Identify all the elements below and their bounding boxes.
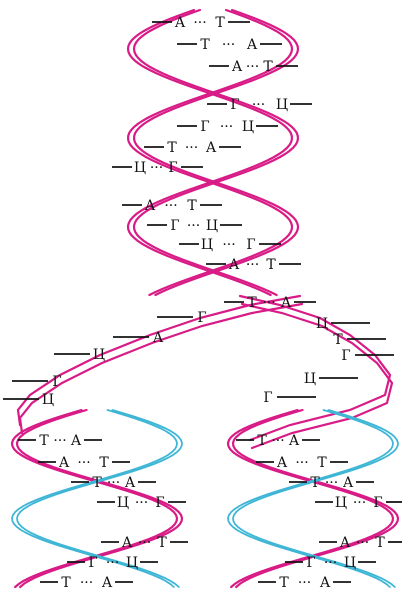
daughter-right-base: А <box>340 535 351 551</box>
base-right: А <box>281 295 292 311</box>
daughter-right-base: А <box>343 475 354 491</box>
daughter-right-base: Т <box>317 455 327 471</box>
base-right: Т <box>263 59 273 75</box>
fork-left-base: Ц <box>93 347 105 363</box>
hydrogen-bond: ··· <box>246 257 259 273</box>
base-left: Т <box>200 37 210 53</box>
base-left: Ц <box>134 160 146 176</box>
daughter-right-base: А <box>289 433 300 449</box>
fork-left-base: Г <box>52 374 61 390</box>
hydrogen-bond: ··· <box>222 237 235 253</box>
hydrogen-bond: ··· <box>107 475 120 491</box>
fork-right-base: Ц <box>316 316 328 332</box>
fork-right-base: Г <box>341 348 350 364</box>
hydrogen-bond: ··· <box>80 575 93 591</box>
fork-left-strand-inner <box>20 304 302 433</box>
base-right: А <box>247 37 258 53</box>
hydrogen-bond: ··· <box>185 140 198 156</box>
hydrogen-bond: ··· <box>53 433 66 449</box>
daughter-right-base: Ц <box>335 495 347 511</box>
base-labels: А···ТТ···АА···ТГ···ЦГ···ЦТ···АЦ···ГА···Т… <box>39 15 385 591</box>
fork-right-base: Г <box>263 390 272 406</box>
hydrogen-bond: ··· <box>220 119 233 135</box>
daughter-left-base: А <box>102 575 113 591</box>
base-right: Ц <box>276 97 288 113</box>
daughter-right-base: Т <box>279 575 289 591</box>
base-right: Ц <box>242 119 254 135</box>
base-right: Г <box>168 160 177 176</box>
hydrogen-bond: ··· <box>164 198 177 214</box>
base-left: А <box>145 198 156 214</box>
hydrogen-bond: ··· <box>187 218 200 234</box>
daughter-left-base: А <box>71 433 82 449</box>
daughter-right-base: Т <box>310 475 320 491</box>
hydrogen-bond: ··· <box>106 555 119 571</box>
daughter-left-base: Г <box>88 555 97 571</box>
base-left: А <box>229 257 240 273</box>
base-left: Г <box>200 119 209 135</box>
base-left: Т <box>247 295 257 311</box>
hydrogen-bond: ··· <box>271 433 284 449</box>
daughter-left-base: Т <box>157 535 167 551</box>
fork-left-strand-outer <box>18 296 300 425</box>
hydrogen-bond: ··· <box>356 535 369 551</box>
daughter-right-base: А <box>277 455 288 471</box>
base-right: Т <box>187 198 197 214</box>
hydrogen-bond: ··· <box>298 575 311 591</box>
fork-right-base: Т <box>333 332 343 348</box>
hydrogen-bond: ··· <box>246 59 259 75</box>
fork-right-base: Ц <box>304 371 316 387</box>
hydrogen-bond: ··· <box>222 37 235 53</box>
base-right: А <box>206 140 217 156</box>
hydrogen-bond: ··· <box>77 455 90 471</box>
fork-left-base: Г <box>197 310 206 326</box>
daughter-right-base: Т <box>257 433 267 449</box>
base-right: Г <box>246 237 255 253</box>
daughter-left-base: А <box>59 455 70 471</box>
daughter-right-base: Т <box>375 535 385 551</box>
daughter-right-base: А <box>320 575 331 591</box>
daughter-right-base: Ц <box>344 555 356 571</box>
daughter-left-base: Т <box>39 433 49 449</box>
hydrogen-bond: ··· <box>193 15 206 31</box>
daughter-left-base: А <box>122 535 133 551</box>
daughter-right-base: Г <box>373 495 382 511</box>
daughter-left-base: Т <box>92 475 102 491</box>
base-left: Г <box>170 218 179 234</box>
hydrogen-bond: ··· <box>353 495 366 511</box>
base-left: А <box>175 15 186 31</box>
base-left: Ц <box>201 237 213 253</box>
hydrogen-bond: ··· <box>252 97 265 113</box>
base-right: Т <box>266 257 276 273</box>
base-left: Г <box>230 97 239 113</box>
daughter-left-base: А <box>125 475 136 491</box>
hydrogen-bond: ··· <box>325 475 338 491</box>
daughter-left-base: Ц <box>126 555 138 571</box>
daughter-right-base: Г <box>306 555 315 571</box>
base-left: А <box>232 59 243 75</box>
daughter-left-base: Т <box>61 575 71 591</box>
daughter-left-base: Т <box>99 455 109 471</box>
daughter-left-base: Г <box>155 495 164 511</box>
daughter-left-base: Ц <box>117 495 129 511</box>
hydrogen-bond: ··· <box>295 455 308 471</box>
hydrogen-bond: ··· <box>262 295 275 311</box>
hydrogen-bond: ··· <box>324 555 337 571</box>
hydrogen-bond: ··· <box>150 160 163 176</box>
base-right: Ц <box>206 218 218 234</box>
fork-left-base: А <box>153 330 164 346</box>
base-left: Т <box>167 140 177 156</box>
hydrogen-bond: ··· <box>135 495 148 511</box>
fork-left-base: Ц <box>42 392 54 408</box>
hydrogen-bond: ··· <box>138 535 151 551</box>
base-right: Т <box>215 15 225 31</box>
